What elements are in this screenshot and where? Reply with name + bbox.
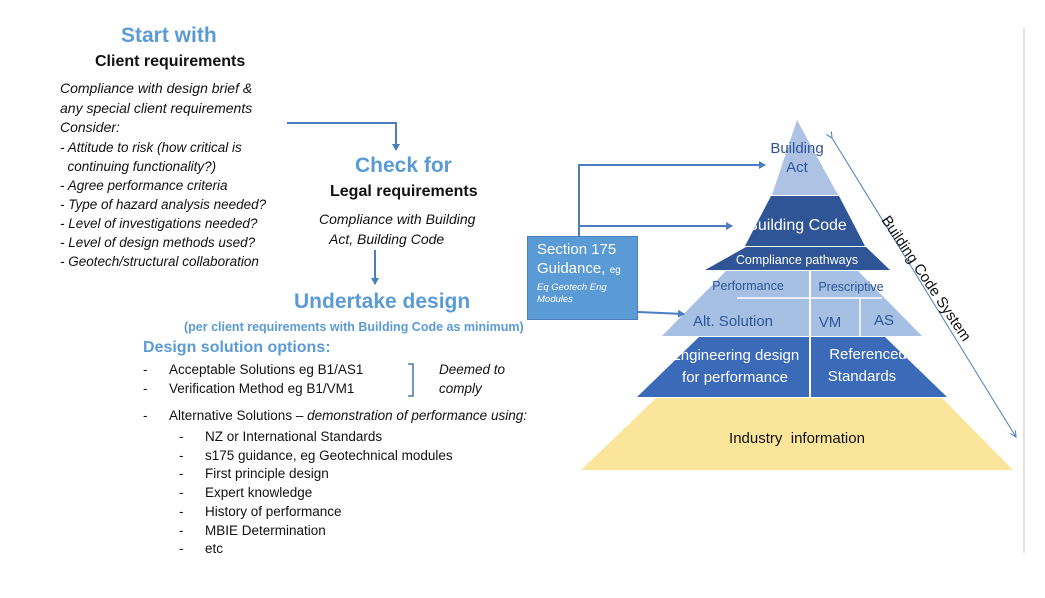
pyramid-eng-line2: for performance	[682, 369, 788, 386]
list-dash: -	[179, 447, 184, 463]
list-item: continuing functionality?)	[60, 159, 217, 174]
list-dash: -	[143, 408, 148, 423]
section175-line2: Guidance, eg	[537, 259, 637, 281]
deemed-line1: Deemed to	[439, 362, 506, 377]
pyramid-alt-solution-label: Alt. Solution	[693, 313, 773, 330]
alt-items-list: - NZ or International Standards - s175 gui…	[179, 428, 453, 559]
design-heading: Undertake design	[294, 290, 471, 313]
pyramid-as-label: AS	[874, 312, 894, 329]
deemed-brace	[408, 363, 414, 397]
list-item: - etc	[179, 540, 453, 559]
pyramid-prescriptive-label: Prescriptive	[818, 280, 883, 294]
list-item: - MBIE Determination	[179, 522, 453, 541]
list-dash: -	[179, 522, 184, 538]
list-item: - NZ or International Standards	[179, 428, 453, 447]
alt-prefix: Alternative Solutions –	[169, 408, 308, 423]
alt-item-label: etc	[205, 541, 224, 557]
alt-solutions-line: - Alternative Solutions – demonstration o…	[143, 408, 527, 423]
alt-item-label: Expert knowledge	[205, 485, 313, 501]
pyramid-ref-line2: Standards	[828, 368, 896, 385]
section175-line3: Eq Geotech Eng	[537, 282, 607, 293]
alt-item-label: MBIE Determination	[205, 522, 326, 538]
start-subheading: Client requirements	[95, 53, 246, 70]
pyramid-act-line1: Building	[770, 140, 823, 157]
start-intro-line1: Compliance with design brief &	[60, 80, 253, 96]
check-heading: Check for	[355, 154, 452, 177]
list-item: - Acceptable Solutions eg B1/AS1	[143, 361, 363, 380]
list-item: - Expert knowledge	[179, 484, 453, 503]
pyramid-act-line2: Act	[786, 159, 809, 176]
list-item: - s175 guidance, eg Geotechnical modules	[179, 447, 453, 466]
design-options-list: - Acceptable Solutions eg B1/AS1 - Verific…	[143, 361, 363, 398]
list-item: - Agree performance criteria	[60, 178, 228, 193]
section175-box: Section 175 Guidance, eg Eq Geotech Eng …	[527, 236, 638, 320]
connector-to-act	[578, 161, 766, 236]
start-consider: Consider:	[60, 119, 120, 135]
list-item: - Verification Method eg B1/VM1	[143, 380, 363, 399]
start-consider-list: - Attitude to risk (how critical is cont…	[60, 138, 266, 271]
list-dash: -	[143, 380, 148, 396]
list-dash: -	[179, 485, 184, 501]
connector-to-alt-solution	[637, 309, 685, 318]
pyramid-eng-line1: Engineering design	[671, 347, 799, 364]
list-dash: -	[179, 429, 184, 444]
list-item: - Type of hazard analysis needed?	[60, 197, 267, 212]
alt-item-label: History of performance	[205, 503, 342, 519]
design-options-heading: Design solution options:	[143, 339, 331, 356]
option-label: Acceptable Solutions eg B1/AS1	[169, 362, 364, 377]
option-label: Verification Method eg B1/VM1	[169, 380, 355, 396]
alt-suffix: demonstration of performance using:	[307, 408, 527, 423]
pyramid-act-tier	[772, 120, 838, 195]
pyramid-ref-line1: Referenced	[829, 346, 907, 363]
start-heading: Start with	[121, 24, 217, 47]
pyramid-industry-label: Industry information	[729, 430, 865, 447]
pyramid-code-label: Building Code	[747, 217, 847, 234]
pyramid-performance-label: Performance	[712, 279, 784, 293]
section175-line4: Modules	[537, 294, 573, 305]
pyramid-vm-label: VM	[819, 314, 842, 331]
check-line2: Act, Building Code	[329, 231, 445, 247]
design-subtitle: (per client requirements with Building C…	[184, 320, 524, 334]
pyramid-pathways-label: Compliance pathways	[736, 253, 858, 267]
list-item: - Level of investigations needed?	[60, 216, 258, 231]
deemed-line2: comply	[439, 381, 482, 396]
list-item: - Geotech/structural collaboration	[60, 254, 259, 269]
list-item: - First principle design	[179, 465, 453, 484]
check-subheading: Legal requirements	[330, 183, 478, 200]
section175-line1: Section 175	[537, 241, 617, 258]
list-dash: -	[143, 362, 148, 377]
section175-guidance: Guidance,	[537, 260, 606, 277]
list-dash: -	[179, 466, 184, 482]
alt-item-label: NZ or International Standards	[205, 429, 383, 444]
flow-arrow-start-to-check	[287, 122, 400, 151]
list-item: - History of performance	[179, 503, 453, 522]
start-intro-line2: any special client requirements	[60, 100, 253, 116]
alt-item-label: s175 guidance, eg Geotechnical modules	[205, 447, 453, 463]
list-item: - Attitude to risk (how critical is	[60, 140, 242, 155]
alt-item-label: First principle design	[205, 466, 329, 482]
list-item: - Level of design methods used?	[60, 235, 256, 250]
check-line1: Compliance with Building	[319, 211, 476, 227]
section175-eg: eg	[609, 265, 621, 276]
list-dash: -	[179, 503, 184, 519]
list-dash: -	[179, 541, 184, 557]
system-range-arrow	[832, 138, 1016, 437]
